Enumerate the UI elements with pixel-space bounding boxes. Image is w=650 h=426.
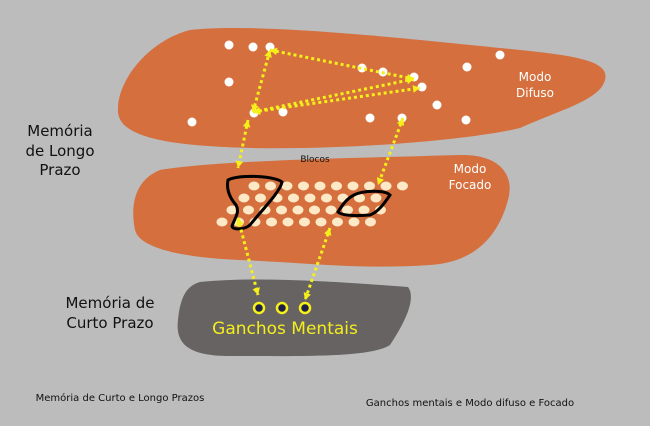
mental-hooks-label: Ganchos Mentais: [212, 319, 358, 339]
chunk-dot: [216, 217, 228, 227]
chunk-dot: [325, 205, 337, 215]
neuron-dot: [365, 113, 375, 123]
neuron-dot: [461, 115, 471, 125]
neuron-dot: [462, 62, 472, 72]
chunk-dot: [354, 193, 365, 203]
connection-arrow: [303, 227, 332, 301]
chunk-dot: [266, 217, 277, 227]
arrowhead-icon: [252, 287, 260, 295]
chunk-dot: [265, 181, 276, 191]
chunk-dot: [364, 181, 375, 191]
focused-mode-label: Focado: [448, 177, 492, 192]
arrowhead-icon: [251, 104, 259, 112]
neuron-dot: [248, 42, 258, 52]
arrowhead-icon: [396, 118, 405, 126]
neuron-dot: [495, 50, 505, 60]
diffuse-mode-region: [117, 28, 606, 149]
arrowhead-icon: [236, 218, 244, 226]
arrowhead-icon: [412, 85, 420, 93]
mental-hook: [275, 301, 289, 315]
arrowhead-icon: [270, 47, 278, 56]
chunk-outline: [226, 174, 284, 231]
chunk-dot: [375, 205, 386, 215]
chunk-dot: [304, 193, 316, 203]
chunk-dot: [255, 193, 266, 203]
connection-arrow: [252, 86, 421, 114]
chunk-dot: [348, 217, 360, 227]
chunk-dot: [347, 181, 359, 191]
chunk-dot: [298, 181, 309, 191]
caption-right: Ganchos mentais e Modo difuso e Focado: [365, 398, 575, 409]
connection-arrow: [236, 119, 250, 169]
chunks-label: Blocos: [300, 155, 330, 165]
chunk-dot: [309, 205, 320, 215]
chunk-dot: [292, 205, 304, 215]
arrowhead-icon: [303, 292, 311, 300]
caption-left: Memória de Curto e Longo Prazos: [35, 393, 205, 404]
short-term-memory-label: Curto Prazo: [66, 313, 154, 332]
chunk-dot: [248, 181, 260, 191]
long-term-memory-label: Prazo: [39, 161, 81, 179]
mental-hook: [298, 301, 312, 315]
arrowhead-icon: [253, 107, 261, 115]
arrowhead-icon: [406, 76, 414, 85]
chunk-dot: [314, 181, 326, 191]
long-term-memory-label: Memória: [27, 122, 93, 140]
short-term-region: [177, 279, 411, 357]
chunk-dot: [370, 193, 382, 203]
arrowhead-icon: [235, 160, 244, 168]
long-term-memory-label: de Longo: [25, 141, 95, 160]
chunk-dot: [365, 217, 376, 227]
chunk-dot: [282, 217, 294, 227]
chunk-dot: [331, 181, 342, 191]
connection-arrow: [236, 217, 260, 296]
mental-hook: [252, 301, 266, 315]
chunk-dot: [380, 181, 392, 191]
neuron-dot: [432, 100, 442, 110]
chunk-dot: [243, 205, 254, 215]
chunk-dot: [321, 193, 332, 203]
arrowhead-icon: [264, 50, 272, 58]
neuron-dot: [417, 82, 427, 92]
chunk-dot: [288, 193, 299, 203]
diffuse-mode-label: Difuso: [516, 85, 554, 100]
chunk-dot: [332, 217, 343, 227]
chunk-outline: [336, 189, 392, 218]
neuron-dot: [278, 107, 288, 117]
diffuse-mode-label: Modo: [518, 70, 552, 84]
focused-mode-label: Modo: [453, 162, 487, 176]
chunk-dot: [342, 205, 353, 215]
chunk-dot: [315, 217, 327, 227]
chunk-dot: [358, 205, 370, 215]
arrowhead-icon: [242, 120, 251, 128]
neuron-dot: [224, 77, 234, 87]
chunk-dot: [299, 217, 310, 227]
neuron-dot: [224, 40, 234, 50]
chunk-dot: [281, 181, 293, 191]
short-term-memory-label: Memória de: [65, 294, 155, 312]
connection-arrow: [251, 49, 272, 113]
arrowhead-icon: [376, 177, 385, 185]
chunk-dot: [226, 205, 238, 215]
connection-arrow: [269, 48, 415, 81]
chunk-dot: [238, 193, 250, 203]
chunk-dot: [397, 181, 408, 191]
arrowhead-icon: [324, 228, 332, 236]
neuron-dot: [187, 117, 197, 127]
chunk-dot: [276, 205, 287, 215]
